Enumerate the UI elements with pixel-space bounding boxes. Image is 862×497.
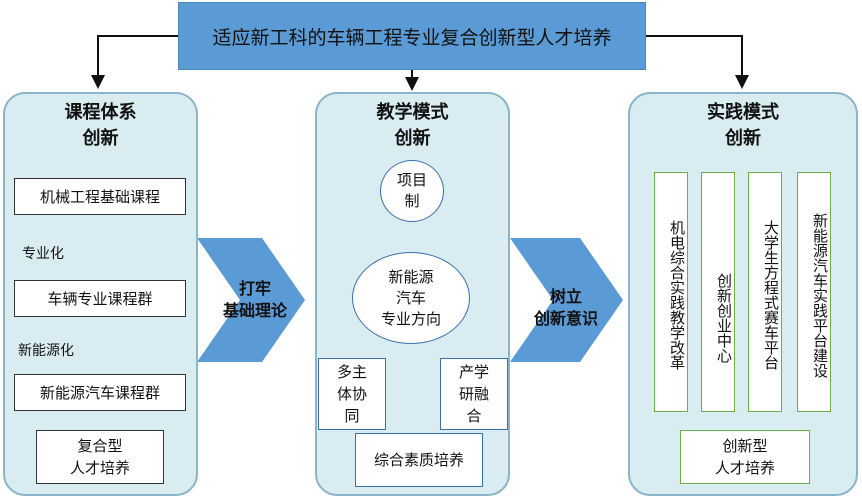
project-system-circle: 项目 制: [380, 160, 444, 222]
course-system-heading: 课程体系 创新: [3, 100, 198, 152]
chevron-line: 基础理论: [222, 301, 287, 320]
arrow-title-to-right: [646, 35, 749, 89]
ellipse-line: 专业方向: [380, 309, 441, 328]
mechanical-basic-course-box: 机械工程基础课程: [14, 178, 186, 215]
heading-line: 实践模式: [707, 102, 779, 123]
composite-talent-box: 复合型 人才培养: [36, 430, 164, 484]
main-title: 适应新工科的车辆工程专业复合创新型人才培养: [178, 2, 646, 70]
circle-line: 项目: [396, 171, 427, 189]
multi-subject-box: 多主 体协 同: [318, 358, 386, 430]
nev-direction-ellipse: 新能源 汽车 专业方向: [352, 252, 470, 344]
innovative-talent-box: 创新型 人才培养: [680, 430, 810, 484]
chevron-line: 树立: [549, 287, 582, 306]
industry-academia-box: 产学 研融 合: [440, 358, 508, 430]
chevron-line: 创新意识: [533, 309, 598, 328]
box-line: 产学: [458, 363, 489, 381]
result-line: 创新型: [722, 437, 768, 455]
specialization-label: 专业化: [22, 246, 64, 262]
formula-racing-box: 大学生方程式赛车平台: [748, 172, 782, 412]
vehicle-course-group-box: 车辆专业课程群: [14, 280, 186, 317]
nev-practice-platform-box: 新能源汽车实践平台建设: [797, 172, 831, 412]
chevron-arrow-1: [197, 238, 305, 362]
heading-line: 创新: [82, 128, 119, 149]
box-line: 合: [466, 407, 482, 425]
practice-mode-heading: 实践模式 创新: [628, 100, 858, 152]
innovation-center-box: 创新创业中心: [701, 172, 735, 412]
electromech-practice-box: 机电综合实践教学改革: [654, 172, 688, 412]
result-line: 复合型: [77, 437, 123, 455]
arrow-title-to-left: [91, 35, 178, 89]
nev-course-group-box: 新能源汽车课程群: [14, 374, 186, 411]
chevron-2-label: 树立 创新意识: [516, 286, 616, 330]
heading-line: 课程体系: [64, 102, 137, 123]
chevron-1-label: 打牢 基础理论: [205, 278, 305, 322]
heading-line: 创新: [394, 128, 431, 149]
ellipse-line: 新能源: [388, 267, 434, 286]
comprehensive-quality-box: 综合素质培养: [355, 433, 483, 487]
chevron-line: 打牢: [238, 279, 271, 298]
circle-line: 制: [404, 192, 420, 210]
chevron-arrow-2: [510, 238, 623, 362]
heading-line: 教学模式: [376, 102, 449, 123]
box-line: 多主: [336, 363, 367, 381]
result-line: 人才培养: [714, 459, 775, 477]
result-line: 人才培养: [69, 459, 130, 477]
heading-line: 创新: [725, 128, 761, 149]
teaching-mode-heading: 教学模式 创新: [315, 100, 510, 152]
box-line: 研融: [458, 385, 489, 403]
new-energy-label: 新能源化: [18, 343, 74, 359]
box-line: 体协: [336, 385, 367, 403]
ellipse-line: 汽车: [395, 288, 426, 307]
box-line: 同: [344, 407, 360, 425]
